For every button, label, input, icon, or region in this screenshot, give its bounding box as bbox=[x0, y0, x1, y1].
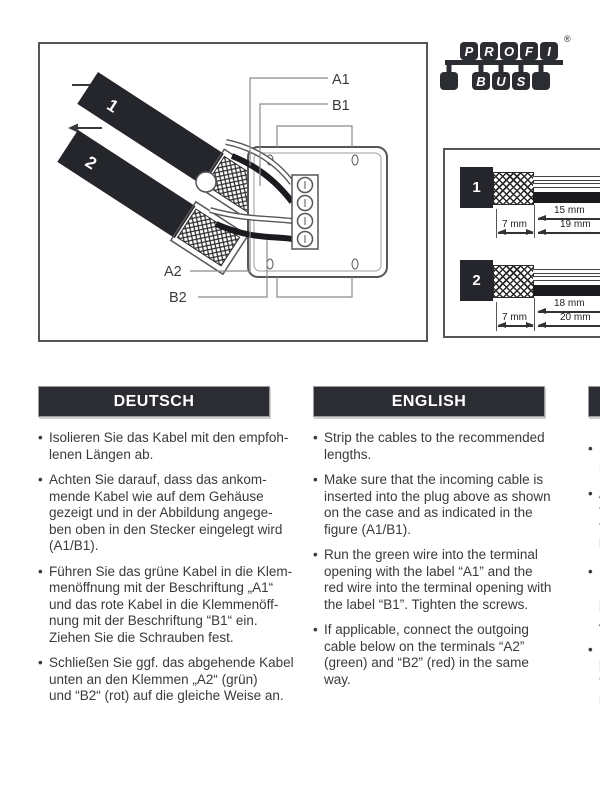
strip-item-1-wire-c bbox=[533, 192, 600, 203]
bullet-icon: • bbox=[313, 622, 318, 637]
logo-letter-i: I bbox=[547, 44, 551, 59]
strip-item-2-braid bbox=[493, 265, 534, 298]
bullet-icon: • bbox=[38, 655, 43, 670]
dim-7mm: 7 mm bbox=[502, 312, 527, 323]
profibus-logo: P R O F I B U S ® bbox=[440, 34, 571, 90]
instruction-text: Strip the cables to the recommended leng… bbox=[324, 430, 545, 462]
section-header-english: ENGLISH bbox=[313, 386, 545, 417]
dim-15mm: 15 mm bbox=[554, 205, 585, 216]
list-item: • Make sure that the incoming cable is i… bbox=[313, 472, 585, 538]
instruction-text: Run the green wire into the terminal ope… bbox=[324, 547, 552, 612]
list-item: • A t t l bbox=[588, 486, 600, 552]
arrow-left-icon bbox=[538, 322, 546, 328]
arrow-right-icon bbox=[526, 322, 534, 328]
section-header-deutsch: DEUTSCH bbox=[38, 386, 270, 417]
bullet-icon: • bbox=[313, 472, 318, 487]
strip-item-1-jacket: 1 bbox=[460, 167, 493, 208]
arrow-left-icon bbox=[538, 215, 546, 221]
bullet-icon: • bbox=[588, 486, 593, 501]
logo-letter-u: U bbox=[496, 74, 506, 89]
wire-bend bbox=[195, 171, 217, 193]
arrow-left-icon bbox=[498, 229, 506, 235]
instruction-text: Schließen Sie ggf. das abgehende Kabel u… bbox=[49, 655, 294, 703]
list-item: • Run the green wire into the terminal o… bbox=[313, 547, 585, 613]
instruction-text: Führen Sie das grüne Kabel in die Klem- … bbox=[49, 563, 293, 645]
strip-item-2-wire-c bbox=[533, 285, 600, 296]
leader-lines bbox=[190, 77, 353, 298]
logo-letter-s: S bbox=[517, 74, 526, 89]
bullet-icon: • bbox=[588, 642, 593, 657]
connector-wiring-diagram: 1 2 bbox=[38, 42, 428, 342]
terminal-label-b2: B2 bbox=[169, 290, 187, 306]
dim-7mm: 7 mm bbox=[502, 219, 527, 230]
terminal-label-b1: B1 bbox=[332, 98, 350, 114]
strip-item-1-braid bbox=[493, 172, 534, 205]
ext-line bbox=[534, 298, 535, 331]
strip-item-2-wire-a bbox=[533, 269, 600, 274]
outgoing-arrow-icon bbox=[68, 123, 102, 133]
list-item: • If applicable, connect the outgoing ca… bbox=[313, 622, 585, 688]
registered-trademark-icon: ® bbox=[564, 34, 571, 44]
logo-letter-f: F bbox=[525, 44, 534, 59]
dim-line bbox=[498, 232, 533, 234]
strip-item-2-jacket: 2 bbox=[460, 260, 493, 301]
terminal-block bbox=[291, 174, 319, 250]
list-item: • E l ' r bbox=[588, 642, 600, 708]
logo-letter-b: B bbox=[476, 74, 485, 89]
instruction-text: Isolieren Sie das Kabel mit den empfoh- … bbox=[49, 430, 289, 462]
arrow-left-icon bbox=[538, 229, 546, 235]
instruction-text: If applicable, connect the outgoing cabl… bbox=[324, 622, 529, 687]
logo-letter-r: R bbox=[484, 44, 494, 59]
dim-19mm: 19 mm bbox=[560, 219, 591, 230]
bullet-icon: • bbox=[38, 563, 43, 579]
dim-20mm: 20 mm bbox=[560, 312, 591, 323]
deutsch-instructions: • Isolieren Sie das Kabel mit den empfoh… bbox=[38, 430, 310, 714]
dim-line bbox=[538, 218, 600, 220]
ext-line bbox=[496, 302, 497, 331]
dim-line bbox=[538, 232, 600, 234]
bullet-icon: • bbox=[588, 441, 593, 456]
strip-item-1-wire-b bbox=[533, 183, 600, 188]
arrow-left-icon bbox=[538, 308, 546, 314]
bullet-icon: • bbox=[38, 430, 43, 445]
logo-letter-p: P bbox=[465, 44, 474, 59]
dim-line bbox=[538, 311, 600, 313]
list-item: • Strip the cables to the recommended le… bbox=[313, 430, 585, 463]
dim-18mm: 18 mm bbox=[554, 298, 585, 309]
list-item: • Achten Sie darauf, dass das ankom- men… bbox=[38, 472, 310, 555]
third-instructions-clipped: • D r • A t t l • F E p A • E l ' r bbox=[588, 441, 600, 720]
list-item: • D r bbox=[588, 441, 600, 474]
ext-line bbox=[534, 205, 535, 238]
terminal-label-a2: A2 bbox=[164, 264, 182, 280]
strip-item-1-wire-a bbox=[533, 176, 600, 181]
list-item: • Schließen Sie ggf. das abgehende Kabel… bbox=[38, 655, 310, 705]
section-header-third-clipped bbox=[588, 386, 600, 417]
dim-line bbox=[498, 325, 533, 327]
list-item: • Isolieren Sie das Kabel mit den empfoh… bbox=[38, 430, 310, 463]
arrow-right-icon bbox=[526, 229, 534, 235]
bullet-icon: • bbox=[313, 430, 318, 445]
terminal-label-a1: A1 bbox=[332, 72, 350, 88]
instruction-text: Make sure that the incoming cable is ins… bbox=[324, 472, 551, 537]
instruction-text: Achten Sie darauf, dass das ankom- mende… bbox=[49, 472, 283, 553]
ext-line bbox=[496, 209, 497, 238]
english-instructions: • Strip the cables to the recommended le… bbox=[313, 430, 585, 697]
bullet-icon: • bbox=[38, 472, 43, 487]
strip-length-panel: 1 15 mm 19 mm 7 mm 2 18 mm 20 mm 7 mm bbox=[443, 148, 600, 338]
logo-letter-o: O bbox=[504, 44, 514, 59]
wires bbox=[209, 139, 295, 242]
connector-drawing: 1 2 bbox=[57, 72, 388, 306]
bullet-icon: • bbox=[588, 564, 593, 579]
list-item: • Führen Sie das grüne Kabel in die Klem… bbox=[38, 564, 310, 647]
strip-item-2-wire-b bbox=[533, 276, 600, 281]
bullet-icon: • bbox=[313, 547, 318, 562]
arrow-left-icon bbox=[498, 322, 506, 328]
dim-line bbox=[538, 325, 600, 327]
list-item: • F E p A bbox=[588, 564, 600, 630]
